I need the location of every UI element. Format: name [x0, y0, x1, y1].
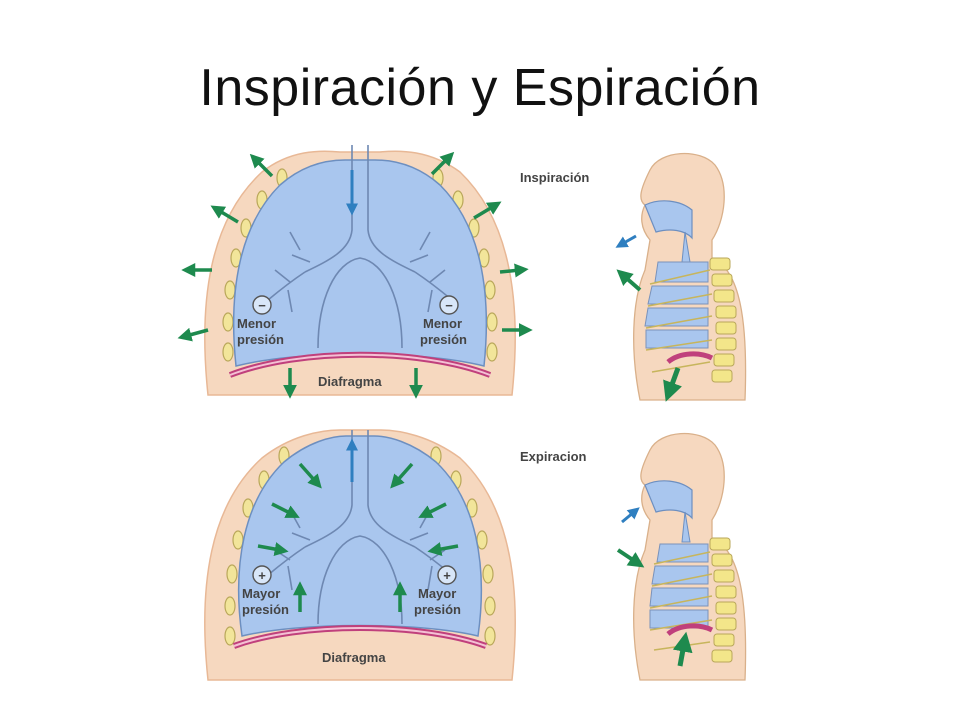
ribs-right [430, 446, 496, 646]
pressure-left: + [252, 565, 272, 585]
svg-text:+: + [443, 568, 451, 583]
inspiration-thorax: − − Menor presión Menor presión Diafragm… [177, 145, 533, 399]
pressure-right: − [439, 295, 459, 315]
pressure-right: + [437, 565, 457, 585]
svg-text:−: − [445, 298, 453, 313]
expansion-arrows [177, 151, 533, 399]
airway-tree [267, 145, 453, 349]
expiration-thorax: + + Mayor presión Mayor presión Diafragm… [204, 429, 516, 681]
pressure-label-right-2: presión [420, 332, 467, 347]
expiration-heading: Expiracion [520, 449, 587, 464]
pressure-label-right-2: presión [414, 602, 461, 617]
expiration-body [616, 432, 747, 681]
pressure-label-right-1: Menor [423, 316, 462, 331]
ribs-right [432, 168, 498, 362]
inspiration-heading: Inspiración [520, 170, 589, 185]
pressure-label-right-1: Mayor [418, 586, 456, 601]
pressure-label-left-1: Menor [237, 316, 276, 331]
ribs-left [224, 446, 290, 646]
slide-title: Inspiración y Espiración [199, 59, 761, 117]
diaphragm-label: Diafragma [322, 650, 386, 665]
pressure-label-left-2: presión [242, 602, 289, 617]
diaphragm-label: Diafragma [318, 374, 382, 389]
pressure-label-left-1: Mayor [242, 586, 280, 601]
compression-arrows [257, 462, 459, 612]
svg-text:−: − [258, 298, 266, 313]
inspiration-body [615, 152, 747, 402]
pressure-left: − [252, 295, 272, 315]
pressure-label-left-2: presión [237, 332, 284, 347]
svg-text:+: + [258, 568, 266, 583]
